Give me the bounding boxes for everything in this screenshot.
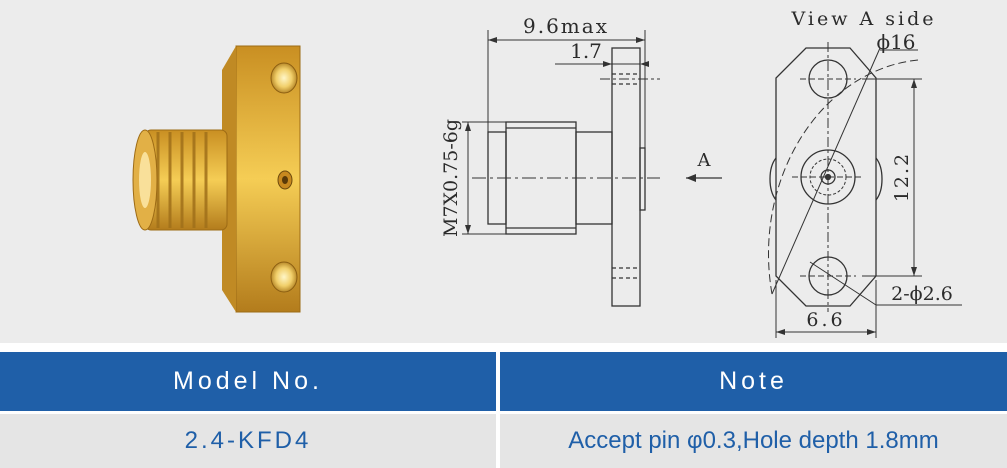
dim-flange-label: 1.7 [570, 39, 602, 63]
dim-holes-label: 2-ϕ2.6 [891, 283, 953, 305]
dim-circle-label: ϕ16 [876, 30, 915, 54]
dim-hole-pitch-label: 12.2 [891, 152, 913, 202]
product-figure-panel: 9.6max 1.7 M7X0.75-6g A [0, 0, 1007, 343]
view-a-drawing [768, 42, 962, 338]
dim-width-label: 6.6 [806, 309, 845, 331]
view-arrow-label: A [697, 150, 712, 171]
product-figure: 9.6max 1.7 M7X0.75-6g A [132, 8, 962, 338]
side-view-drawing [462, 30, 722, 307]
dim-overall-label: 9.6max [523, 14, 609, 38]
header-model-no: Model No. [0, 352, 496, 411]
cell-model-no: 2.4-KFD4 [0, 414, 496, 468]
cell-note: Accept pin φ0.3,Hole depth 1.8mm [500, 414, 1007, 468]
view-a-title: View A side [790, 8, 936, 30]
header-note: Note [500, 352, 1007, 411]
thread-spec-label: M7X0.75-6g [440, 119, 462, 237]
connector-render [132, 45, 301, 313]
